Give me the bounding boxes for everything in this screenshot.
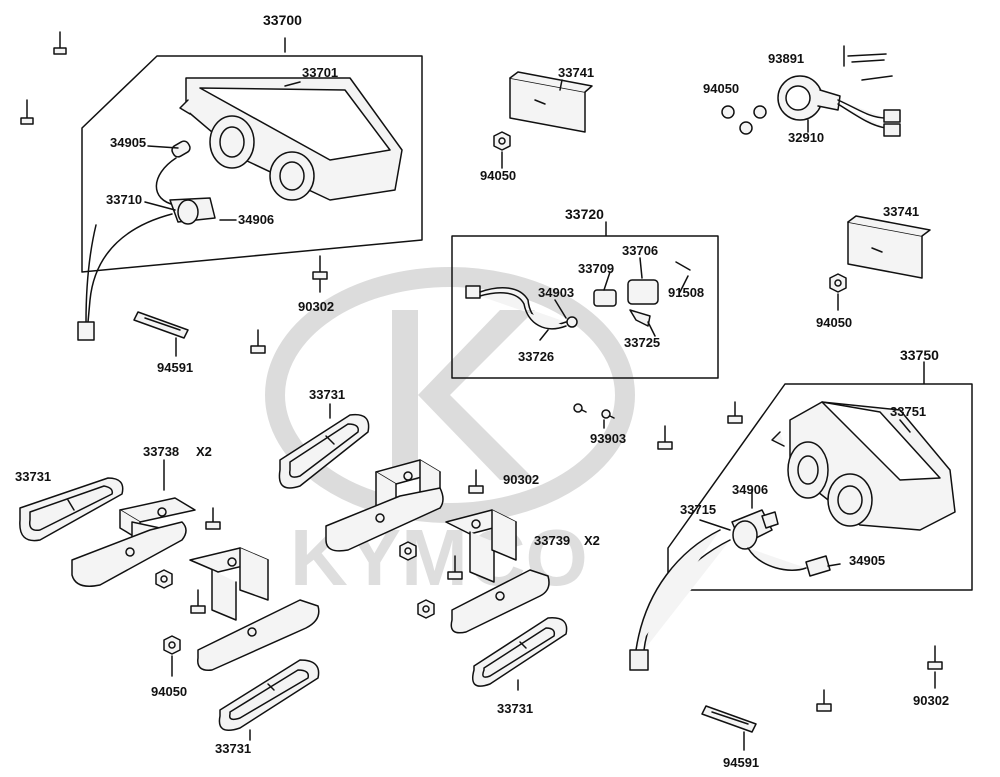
part-label-33751: 33751 (890, 404, 927, 419)
license-light-kit-33720 (451, 221, 719, 379)
part-label-94050-c: 94050 (816, 315, 853, 330)
reflector-33741-right (847, 215, 931, 279)
part-label-33731-b: 33731 (309, 387, 346, 402)
tail-light-housing (179, 77, 403, 201)
screw-icon (657, 401, 743, 450)
part-label-34906-left: 34906 (238, 212, 275, 227)
part-label-94050-b: 94050 (703, 81, 740, 96)
socket-wire-33710-left (77, 157, 216, 341)
part-label-33725: 33725 (624, 335, 661, 350)
screw-90302-icon (250, 255, 328, 354)
screw-90302-c-icon (816, 645, 943, 712)
part-label-34906-right: 34906 (732, 482, 769, 497)
reflector-strip-94591-right (701, 705, 757, 751)
screw-93903-icon (573, 403, 615, 429)
part-label-33750: 33750 (900, 347, 939, 363)
part-label-32910: 32910 (788, 130, 825, 145)
nut-and-screw-center-icon (399, 469, 484, 619)
nut-94050-b-icon (721, 105, 767, 135)
part-label-93891: 93891 (768, 51, 805, 66)
part-label-94050-a: 94050 (480, 168, 517, 183)
part-label-33739: 33739 (534, 533, 571, 548)
part-label-33706: 33706 (622, 243, 659, 258)
part-label-33700: 33700 (263, 12, 302, 28)
part-label-90302-b: 90302 (503, 472, 540, 487)
part-label-34905-left: 34905 (110, 135, 147, 150)
tail-light-assembly-right (629, 361, 973, 671)
part-label-34903: 34903 (538, 285, 575, 300)
part-label-33701: 33701 (302, 65, 339, 80)
part-label-33715: 33715 (680, 502, 717, 517)
part-label-90302-c: 90302 (913, 693, 950, 708)
screw-icon (20, 31, 67, 125)
reflector-33731-d (218, 659, 320, 741)
part-label-33741-top: 33741 (558, 65, 595, 80)
part-label-94591-right: 94591 (723, 755, 760, 770)
part-label-90302-a: 90302 (298, 299, 335, 314)
tail-light-assembly-left (77, 37, 423, 341)
group-frame-33700 (81, 37, 423, 273)
part-label-33726: 33726 (518, 349, 555, 364)
nut-94050-icon (493, 131, 511, 169)
reflector-33741-top (509, 71, 593, 133)
group-frame-33720 (451, 221, 719, 379)
part-label-33710: 33710 (106, 192, 143, 207)
part-label-33739-qty: X2 (584, 533, 600, 548)
screw-icon (190, 507, 221, 614)
part-label-94050-d: 94050 (151, 684, 188, 699)
group-frame-33750 (667, 361, 973, 591)
reflector-strip-94591-left (133, 311, 189, 357)
part-label-94591-left: 94591 (157, 360, 194, 375)
part-label-33731-a: 33731 (15, 469, 52, 484)
reflector-33731-a (19, 477, 124, 542)
part-label-33731-d: 33731 (215, 741, 252, 756)
part-label-33738-qty: X2 (196, 444, 212, 459)
part-label-33709: 33709 (578, 261, 615, 276)
part-label-33720: 33720 (565, 206, 604, 222)
bulb-34905-left (171, 140, 191, 158)
leader-lines-33700 (144, 81, 301, 221)
nut-94050-c-icon (829, 273, 847, 311)
bracket-33738-a (71, 459, 196, 587)
bracket-33738-b (189, 547, 320, 671)
reflector-33731-b (278, 403, 370, 489)
part-label-34905-right: 34905 (849, 553, 886, 568)
part-label-93903: 93903 (590, 431, 627, 446)
part-label-91508: 91508 (668, 285, 705, 300)
part-label-33731-c: 33731 (497, 701, 534, 716)
nut-icon (155, 569, 181, 677)
bracket-33739-b (445, 509, 550, 634)
reflector-33731-c (472, 617, 568, 691)
part-label-33738: 33738 (143, 444, 180, 459)
part-label-33741-right: 33741 (883, 204, 920, 219)
relay-32910 (777, 45, 901, 137)
bracket-33739-a (325, 459, 444, 552)
